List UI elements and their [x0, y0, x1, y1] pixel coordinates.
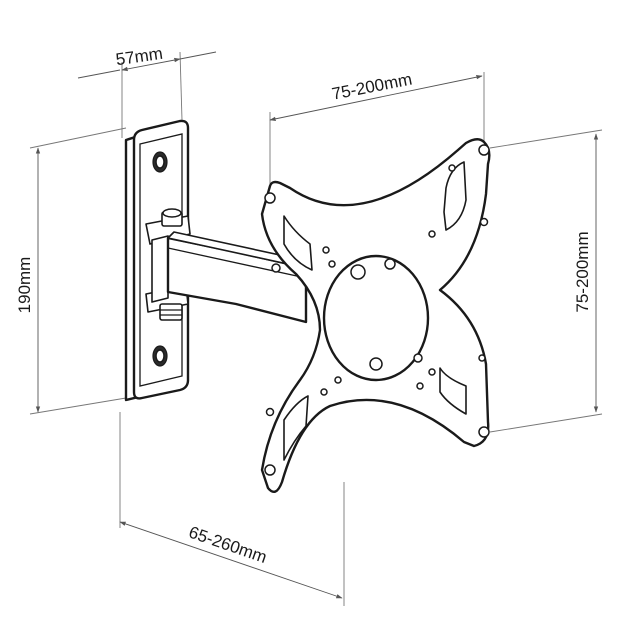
vesa-slot-bottom-right — [439, 367, 467, 415]
vesa-small-hole-3 — [428, 230, 436, 238]
vesa-slot-top-left — [283, 215, 313, 271]
dimension-75-200mm-vertical: 75-200mm — [489, 129, 603, 433]
extension-line-vesa-bottom — [489, 413, 603, 433]
dimension-leader-left — [77, 69, 121, 79]
wall-plate-hole-top-inner — [155, 155, 165, 169]
vesa-small-hole-10 — [265, 407, 275, 417]
dimension-57mm: 57mm — [77, 44, 217, 138]
extension-line-right — [179, 51, 183, 121]
pivot-bolt-bottom — [159, 303, 183, 321]
hinge-body — [151, 235, 169, 303]
vesa-small-hole-12 — [334, 376, 342, 384]
dimension-label-57mm: 57mm — [115, 44, 164, 69]
vesa-center-disc — [322, 254, 430, 382]
extension-line-vesa-top — [489, 129, 603, 149]
vesa-small-hole-8 — [428, 368, 436, 376]
dimension-leader-right — [179, 51, 217, 60]
vesa-center-hole-4 — [413, 353, 423, 363]
dimension-65-260mm: 65-260mm — [119, 412, 345, 606]
dimension-label-vesa-vertical: 75-200mm — [573, 231, 592, 312]
vesa-small-hole-6 — [328, 260, 336, 268]
vesa-small-hole-5 — [322, 246, 330, 254]
vesa-small-hole-9 — [416, 382, 424, 390]
vesa-center-hole-3 — [369, 357, 383, 371]
vesa-small-hole-1 — [448, 164, 456, 172]
dimension-line-65-260 — [119, 521, 343, 599]
vesa-hole-top-right — [478, 144, 490, 156]
dimension-190mm: 190mm — [15, 127, 127, 415]
vesa-small-hole-2 — [479, 217, 489, 227]
vesa-slot-bottom-left — [283, 395, 309, 461]
pivot-bolt-top-cap — [162, 208, 182, 218]
vesa-small-hole-11 — [320, 388, 328, 396]
arm-edge — [167, 247, 307, 279]
vesa-small-hole-7 — [478, 354, 486, 362]
dimension-label-190mm: 190mm — [15, 257, 34, 314]
vesa-center-hole-1 — [350, 264, 366, 280]
vesa-center-hole-2 — [384, 258, 396, 270]
vesa-hole-bottom-left — [264, 464, 276, 476]
swing-arm — [166, 231, 313, 324]
dimension-label-65-260mm: 65-260mm — [186, 523, 269, 567]
wall-plate-hole-bottom-inner — [155, 349, 165, 363]
extension-line-top — [29, 127, 127, 149]
vesa-plate — [260, 138, 491, 494]
vesa-slot-top-right — [443, 161, 467, 231]
vesa-small-hole-4 — [271, 263, 281, 273]
dimension-line-57 — [121, 57, 181, 72]
extension-line-bottom — [29, 397, 127, 415]
hinge-bracket — [145, 208, 191, 321]
vesa-hole-bottom-right — [478, 426, 490, 438]
vesa-hole-top-left — [264, 192, 276, 204]
dimension-line-vesa-h — [269, 74, 483, 122]
pivot-bolt-thread — [160, 309, 182, 316]
